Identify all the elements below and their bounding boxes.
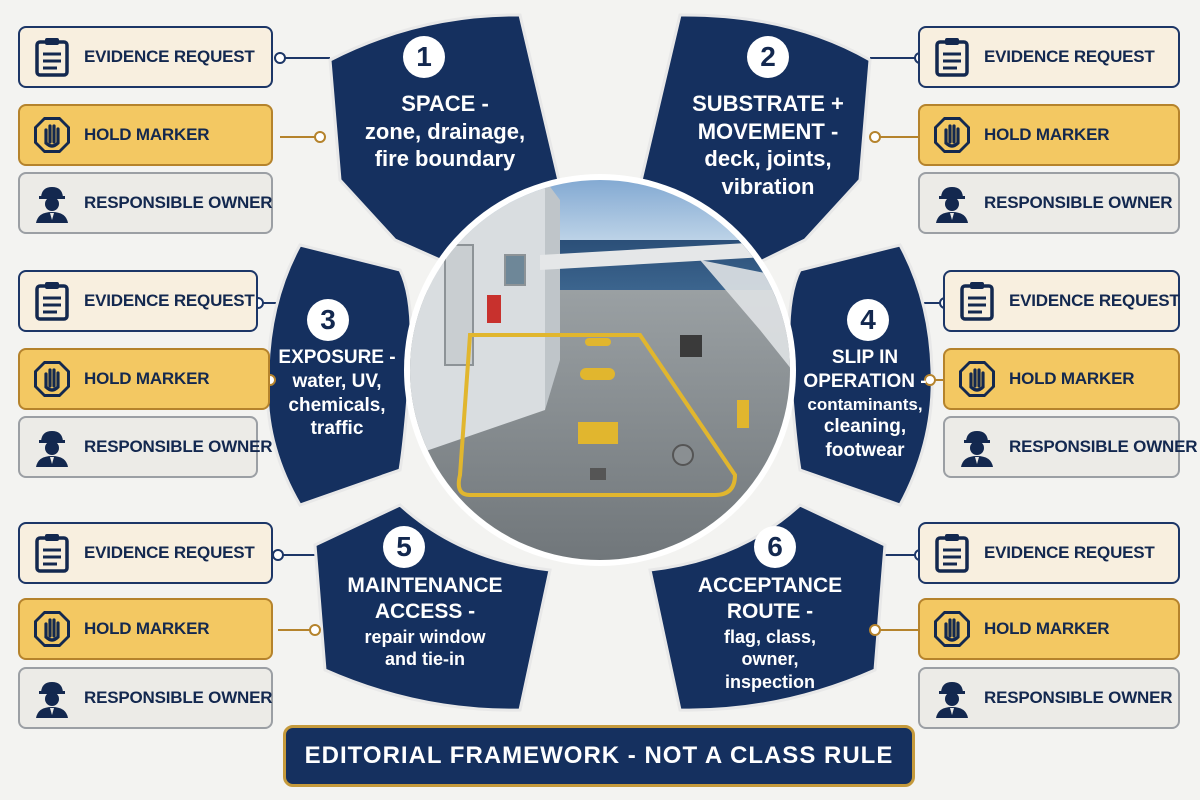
card-label: EVIDENCE REQUEST: [84, 291, 255, 310]
segment-1-line: fire boundary: [374, 146, 516, 171]
segment-5-line: and tie-in: [385, 649, 465, 669]
card-label: RESPONSIBLE OWNER: [84, 193, 273, 212]
responsible-owner-card-3[interactable]: RESPONSIBLE OWNER: [18, 416, 273, 478]
segment-5-text: MAINTENANCE ACCESS - repair window and t…: [335, 573, 515, 671]
hold-marker-card-2[interactable]: HOLD MARKER: [918, 104, 1180, 166]
card-label: EVIDENCE REQUEST: [984, 47, 1155, 66]
stop-hand-icon: [920, 609, 984, 649]
segment-2-line: MOVEMENT -: [697, 118, 839, 144]
card-label: EVIDENCE REQUEST: [84, 47, 255, 66]
segment-4-line: footwear: [825, 439, 905, 461]
hold-marker-card-4[interactable]: HOLD MARKER: [943, 348, 1180, 410]
card-label: HOLD MARKER: [984, 125, 1110, 144]
segment-2-text: SUBSTRATE + MOVEMENT - deck, joints, vib…: [678, 90, 858, 200]
clipboard-icon: [20, 533, 84, 573]
segment-3-line: chemicals,: [288, 394, 386, 416]
segment-1-number: 1: [403, 36, 445, 78]
segment-3-line: traffic: [310, 418, 364, 440]
segment-1-line: zone, drainage,: [364, 118, 526, 144]
card-label: HOLD MARKER: [84, 369, 210, 388]
clipboard-icon: [20, 281, 84, 321]
evidence-request-card-3[interactable]: EVIDENCE REQUEST: [18, 270, 258, 332]
segment-2-line: vibration: [721, 173, 815, 199]
worker-helmet-icon: [945, 427, 1009, 467]
segment-1-line: SPACE -: [401, 91, 489, 116]
card-label: EVIDENCE REQUEST: [84, 543, 255, 562]
stop-hand-icon: [920, 115, 984, 155]
evidence-request-card-4[interactable]: EVIDENCE REQUEST: [943, 270, 1180, 332]
card-label: RESPONSIBLE OWNER: [984, 193, 1173, 212]
segment-6-line: owner,: [741, 649, 799, 669]
worker-helmet-icon: [920, 183, 984, 223]
card-label: HOLD MARKER: [1009, 369, 1135, 388]
worker-helmet-icon: [20, 678, 84, 718]
segment-6-line: ROUTE -: [726, 600, 814, 624]
segment-4-line: cleaning,: [823, 415, 907, 437]
hold-marker-card-3[interactable]: HOLD MARKER: [18, 348, 270, 410]
segment-4-line: SLIP IN: [831, 347, 899, 368]
segment-6-text: ACCEPTANCE ROUTE - flag, class, owner, i…: [680, 573, 860, 693]
segment-3-line: water, UV,: [292, 370, 382, 392]
segment-5-line: repair window: [364, 626, 486, 647]
stop-hand-icon: [20, 359, 84, 399]
segment-4-line: OPERATION -: [803, 370, 927, 392]
segment-2-line: SUBSTRATE +: [692, 91, 844, 116]
segment-2-number: 2: [747, 36, 789, 78]
segment-5-number: 5: [383, 526, 425, 568]
card-label: EVIDENCE REQUEST: [984, 543, 1155, 562]
evidence-request-card-5[interactable]: EVIDENCE REQUEST: [18, 522, 273, 584]
card-label: RESPONSIBLE OWNER: [1009, 437, 1198, 456]
hold-marker-card-1[interactable]: HOLD MARKER: [18, 104, 273, 166]
responsible-owner-card-4[interactable]: RESPONSIBLE OWNER: [943, 416, 1198, 478]
worker-helmet-icon: [920, 678, 984, 718]
segment-4-line: contaminants,: [807, 394, 923, 414]
segment-5-line: ACCESS -: [374, 600, 476, 624]
segment-3-line: EXPOSURE -: [278, 347, 396, 368]
segment-3-number: 3: [307, 299, 349, 341]
card-label: RESPONSIBLE OWNER: [984, 688, 1173, 707]
card-label: HOLD MARKER: [84, 125, 210, 144]
segment-4-number: 4: [847, 299, 889, 341]
responsible-owner-card-6[interactable]: RESPONSIBLE OWNER: [918, 667, 1180, 729]
segment-3-text: EXPOSURE - water, UV, chemicals, traffic: [277, 346, 397, 441]
hold-marker-card-5[interactable]: HOLD MARKER: [18, 598, 273, 660]
clipboard-icon: [920, 37, 984, 77]
stop-hand-icon: [945, 359, 1009, 399]
card-label: RESPONSIBLE OWNER: [84, 688, 273, 707]
evidence-request-card-1[interactable]: EVIDENCE REQUEST: [18, 26, 273, 88]
segment-6-line: ACCEPTANCE: [697, 574, 843, 597]
segment-6-line: flag, class,: [723, 626, 817, 647]
responsible-owner-card-1[interactable]: RESPONSIBLE OWNER: [18, 172, 273, 234]
segment-6-line: inspection: [724, 671, 815, 692]
evidence-request-card-2[interactable]: EVIDENCE REQUEST: [918, 26, 1180, 88]
worker-helmet-icon: [20, 183, 84, 223]
stop-hand-icon: [20, 115, 84, 155]
card-label: HOLD MARKER: [984, 619, 1110, 638]
segment-1-text: SPACE - zone, drainage, fire boundary: [360, 90, 530, 173]
clipboard-icon: [945, 281, 1009, 321]
responsible-owner-card-5[interactable]: RESPONSIBLE OWNER: [18, 667, 273, 729]
clipboard-icon: [20, 37, 84, 77]
hold-marker-card-6[interactable]: HOLD MARKER: [918, 598, 1180, 660]
segment-4-text: SLIP IN OPERATION - contaminants, cleani…: [800, 346, 930, 462]
stop-hand-icon: [20, 609, 84, 649]
segment-6-number: 6: [754, 526, 796, 568]
card-label: HOLD MARKER: [84, 619, 210, 638]
worker-helmet-icon: [20, 427, 84, 467]
segment-2-line: deck, joints,: [704, 146, 832, 171]
responsible-owner-card-2[interactable]: RESPONSIBLE OWNER: [918, 172, 1180, 234]
clipboard-icon: [920, 533, 984, 573]
segment-5-shape: [313, 503, 552, 712]
evidence-request-card-6[interactable]: EVIDENCE REQUEST: [918, 522, 1180, 584]
disclaimer-banner: EDITORIAL FRAMEWORK - NOT A CLASS RULE: [283, 725, 915, 787]
card-label: RESPONSIBLE OWNER: [84, 437, 273, 456]
segment-5-line: MAINTENANCE: [347, 574, 503, 597]
card-label: EVIDENCE REQUEST: [1009, 291, 1180, 310]
